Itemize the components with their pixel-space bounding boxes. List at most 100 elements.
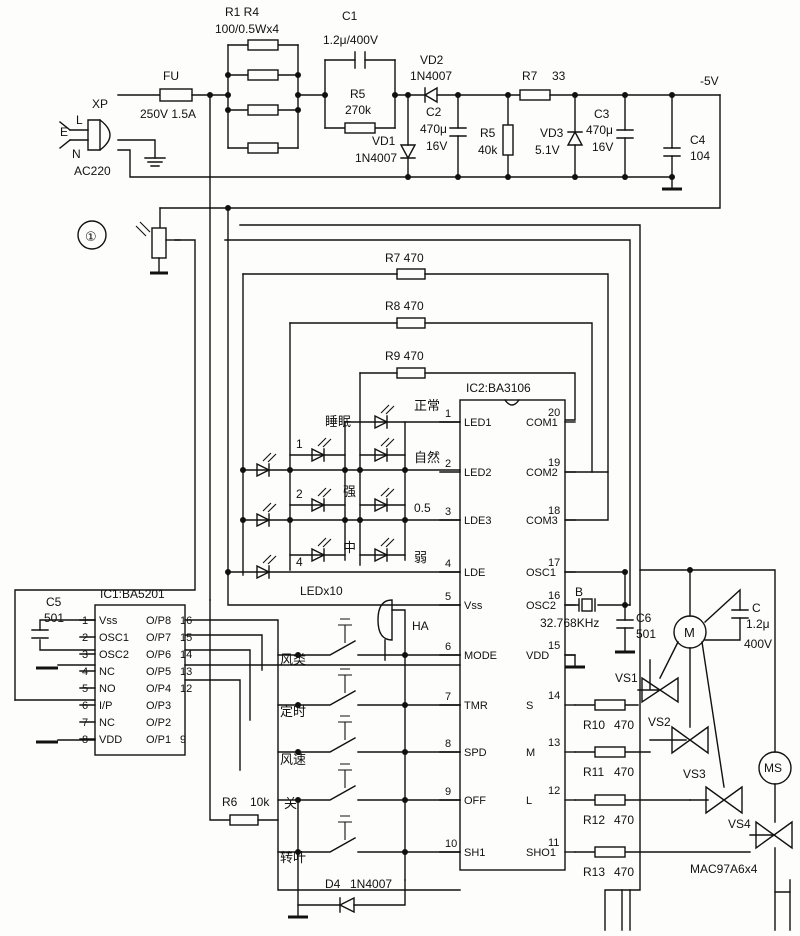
ic1-pin-number: 5 [82,683,88,695]
led-num-1: 1 [296,437,303,451]
fuse-fu [159,88,193,102]
ic1-pin-number: 3 [82,649,88,661]
trunk-shield [239,224,641,931]
output-resistor-name: R13 [583,865,605,879]
r6-value: 10k [250,795,270,809]
plug-e-label: E [60,125,68,139]
ic1-pin-number: 7 [82,717,88,729]
ic2-pin-label: LED1 [464,417,492,429]
fuse-label: FU [163,69,179,83]
wire [774,783,791,931]
junction-dot [295,702,301,708]
light-rays-icon [262,554,277,565]
junction-dot [405,174,411,180]
wire [184,679,241,771]
led-icon [374,447,389,463]
ic2-pin-number: 19 [548,457,560,469]
resistor-r4 [247,142,279,154]
vd1-value: 1N4007 [355,151,397,165]
vd1-label: VD1 [372,134,396,148]
triac-vs2 [649,725,709,755]
led-sleep-label: 睡眠 [325,415,351,430]
ic2-pin-number: 17 [548,557,560,569]
r1-r4-label: R1 R4 [225,5,259,19]
led-half-label: 0.5 [414,501,431,515]
wire [338,815,352,840]
wire [297,879,406,906]
ic2-pin-number: 4 [445,558,451,570]
figure-number: ① [85,229,97,244]
ic2-pin-number: 1 [445,408,451,420]
ic1-pin-label: OSC1 [99,632,129,644]
vd2-value: 1N4007 [410,69,452,83]
ic1-pin-number: 13 [180,666,192,678]
c3-value-2: 16V [592,140,613,154]
junction-dot [342,467,348,473]
junction-dot [322,92,328,98]
output-resistor-name: R11 [583,765,604,779]
ic1-pin-label: NC [99,717,115,729]
ic1-pin-label: I/P [99,700,112,712]
resistor-r8-470 [396,317,426,329]
led-num-2: 2 [296,487,303,501]
led-icon [374,497,389,513]
led-icon [374,547,389,563]
ic2-pin-number: 13 [548,737,560,749]
earth-wire [117,139,156,159]
light-rays-icon [380,537,395,548]
junction-dot [287,517,293,523]
switch-speed-label: 风速 [280,753,306,768]
c5-label: C5 [46,595,62,609]
light-rays-icon [317,437,332,448]
junction-dot [687,567,693,573]
ic1-pin-number: 9 [180,734,186,746]
capacitor-c6 [616,619,634,629]
wire [227,574,461,606]
ic2-pin-label: VDD [526,650,549,662]
ic2-pin-label: MODE [464,650,497,662]
crystal-label: B [575,585,583,599]
light-rays-icon [262,502,277,513]
wire [578,598,596,612]
vd2-label: VD2 [420,53,444,67]
switch-mode-label: 风类 [280,653,306,668]
junction-dot [669,174,675,180]
wire [621,889,791,931]
plug-n-label: N [72,147,81,161]
ic2-right-pins: 20COM119COM218COM317OSC116OSC215VDD14S13… [526,407,576,859]
ic2-pin-label: L [526,795,532,807]
junction-dot [342,517,348,523]
junction-dot [207,92,213,98]
junction-dot [622,174,628,180]
junction-dot [357,517,363,523]
motor-cap-label: C [752,601,761,615]
ic2-pin-label: COM3 [526,515,558,527]
vs2-label: VS2 [648,715,671,729]
ic2-pin-label: S [526,700,533,712]
mains-label: AC220 [74,164,111,178]
junction-dot [295,107,301,113]
resistor-r7-470 [396,268,426,280]
ic1-pin-number: 16 [180,615,192,627]
led-natural-label: 自然 [414,450,440,466]
wire [338,668,352,693]
capacitor-c2 [449,127,467,137]
led-icon [374,414,389,430]
wire [649,725,709,755]
junction-dot [669,92,675,98]
wire [338,715,352,740]
ic1-pin-label: O/P4 [146,683,171,695]
ic1-pin-number: 6 [82,700,88,712]
wire [227,44,299,149]
ic1-pin-label: O/P1 [146,734,171,746]
push-switch-icon [277,690,461,706]
capacitor-c5 [31,629,49,639]
light-rays-icon [380,487,395,498]
wire [289,454,346,556]
r8-470-label: R8 470 [385,299,424,313]
ic1-pin-label: O/P6 [146,649,171,661]
output-resistor-name: R10 [583,718,605,732]
ic2-pin-number: 18 [548,505,560,517]
